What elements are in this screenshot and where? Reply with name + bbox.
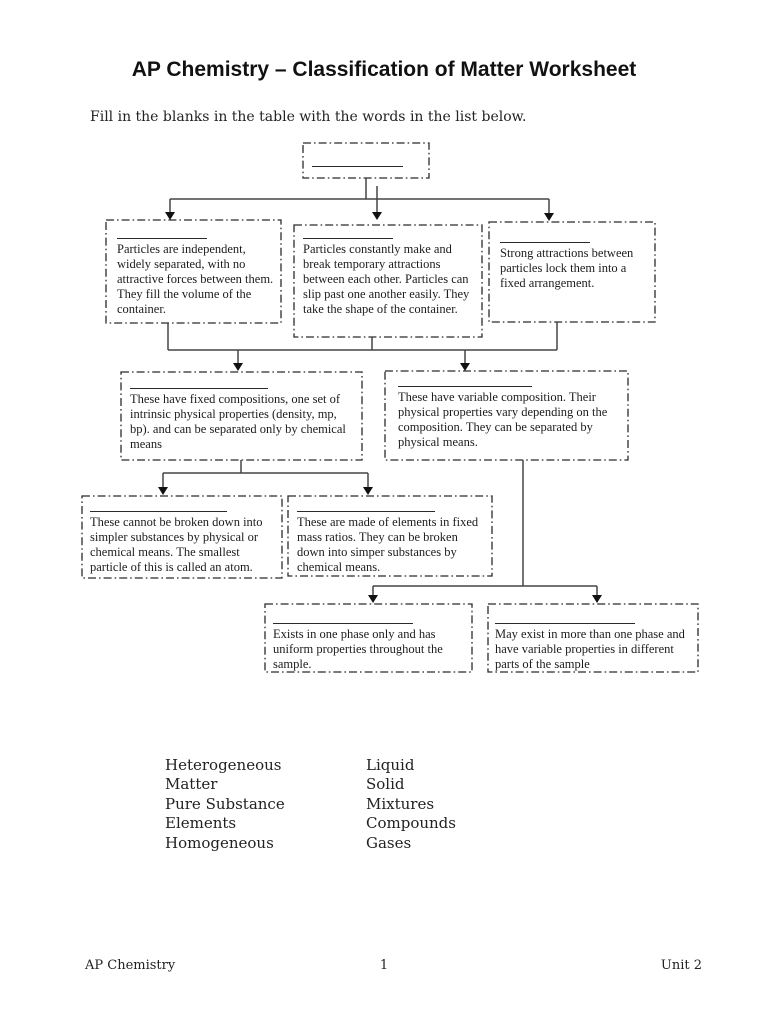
arrow-down-icon bbox=[372, 212, 382, 220]
node-description: Exists in one phase only and has uniform… bbox=[273, 627, 443, 671]
arrow-down-icon bbox=[363, 487, 373, 495]
arrowheads bbox=[158, 212, 602, 603]
node-description: May exist in more than one phase and hav… bbox=[495, 627, 685, 671]
node-border-pure-substance bbox=[120, 371, 363, 461]
word-bank-item: Matter bbox=[165, 775, 218, 794]
answer-blank-compounds bbox=[297, 511, 435, 512]
node-border-mixtures bbox=[384, 370, 629, 461]
word-bank-item: Solid bbox=[366, 775, 405, 794]
node-description: Particles constantly make and break temp… bbox=[303, 242, 470, 316]
word-bank-item: Elements bbox=[165, 814, 237, 833]
node-description: These have variable composition. Their p… bbox=[398, 390, 608, 449]
flowchart-diagram bbox=[81, 142, 699, 673]
node-heterogeneous: May exist in more than one phase and hav… bbox=[488, 604, 698, 672]
answer-blank-homogeneous bbox=[273, 623, 413, 624]
word-bank-item: Gases bbox=[366, 833, 412, 852]
answer-blank-gas bbox=[117, 238, 207, 239]
node-description: These cannot be broken down into simpler… bbox=[90, 515, 263, 574]
footer-unit-label: Unit 2 bbox=[660, 958, 702, 973]
node-elements: These cannot be broken down into simpler… bbox=[82, 496, 282, 575]
node-liquid: Particles constantly make and break temp… bbox=[294, 225, 482, 317]
node-border-solid bbox=[488, 221, 656, 323]
answer-blank-pure-substance bbox=[130, 388, 268, 389]
node-border-homogeneous bbox=[264, 603, 473, 673]
node-description: Particles are independent, widely separa… bbox=[117, 242, 274, 316]
answer-blank-elements bbox=[90, 511, 227, 512]
arrow-down-icon bbox=[158, 487, 168, 495]
answer-blank-heterogeneous bbox=[495, 623, 635, 624]
word-bank-item: Liquid bbox=[366, 756, 415, 774]
node-description: These have fixed compositions, one set o… bbox=[130, 392, 346, 451]
word-bank-item: Compounds bbox=[366, 814, 456, 833]
answer-blank-mixtures bbox=[398, 386, 532, 387]
node-pure-substance: These have fixed compositions, one set o… bbox=[121, 372, 362, 452]
answer-blank-matter bbox=[312, 166, 403, 167]
page-title: AP Chemistry – Classification of Matter … bbox=[131, 58, 637, 81]
word-bank-item: Heterogeneous bbox=[165, 756, 282, 774]
arrow-down-icon bbox=[460, 363, 470, 371]
footer-course-label: AP Chemistry bbox=[85, 958, 176, 973]
answer-blank-solid bbox=[500, 242, 590, 243]
word-bank-item: Homogeneous bbox=[165, 833, 274, 852]
answer-blank-liquid bbox=[303, 238, 393, 239]
node-border-elements bbox=[81, 495, 283, 579]
word-bank-column-2: Liquid Solid Mixtures Compounds Gases bbox=[366, 756, 456, 853]
node-border-liquid bbox=[293, 224, 483, 338]
arrow-down-icon bbox=[592, 595, 602, 603]
node-borders bbox=[81, 142, 699, 673]
footer-page-number: 1 bbox=[379, 958, 389, 973]
word-bank-column-1: Heterogeneous Matter Pure Substance Elem… bbox=[165, 756, 285, 853]
node-solid: Strong attractions between particles loc… bbox=[489, 222, 655, 291]
node-border-gas bbox=[105, 219, 282, 324]
node-border-heterogeneous bbox=[487, 603, 699, 673]
arrow-down-icon bbox=[165, 212, 175, 220]
node-gas: Particles are independent, widely separa… bbox=[106, 220, 281, 317]
node-description: These are made of elements in fixed mass… bbox=[297, 515, 479, 574]
node-mixtures: These have variable composition. Their p… bbox=[385, 371, 628, 450]
arrow-down-icon bbox=[544, 213, 554, 221]
node-compounds: These are made of elements in fixed mass… bbox=[288, 496, 492, 575]
connector-lines bbox=[162, 178, 598, 595]
instruction-text: Fill in the blanks in the table with the… bbox=[90, 109, 527, 125]
node-matter bbox=[303, 143, 429, 178]
word-bank-item: Pure Substance bbox=[165, 794, 285, 813]
arrow-down-icon bbox=[368, 595, 378, 603]
node-description: Strong attractions between particles loc… bbox=[500, 246, 634, 290]
arrow-down-icon bbox=[233, 363, 243, 371]
node-border-compounds bbox=[287, 495, 493, 577]
node-homogeneous: Exists in one phase only and has uniform… bbox=[265, 604, 472, 672]
word-bank-item: Mixtures bbox=[366, 794, 435, 813]
